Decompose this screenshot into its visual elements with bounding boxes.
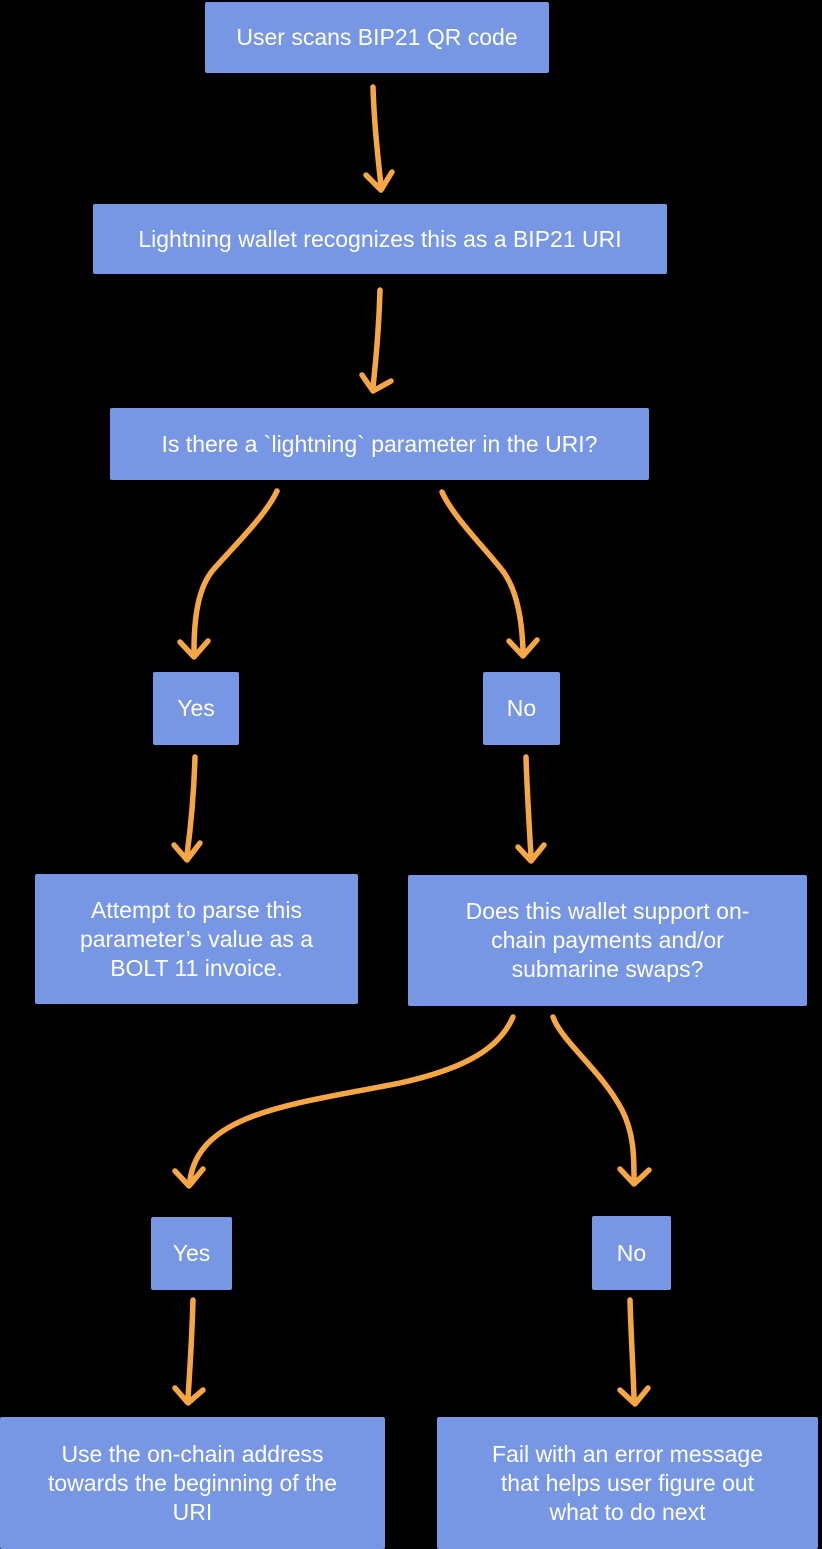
node-use-onchain-address: Use the on-chain address towards the beg…: [0, 1417, 385, 1549]
node-recognize-bip21: Lightning wallet recognizes this as a BI…: [93, 204, 667, 274]
node-yes-2: Yes: [151, 1217, 232, 1290]
edge-question-no1: [439, 489, 540, 659]
edge-yes1-parse: [171, 754, 203, 863]
edge-no1-support: [515, 754, 547, 864]
edge-yes2-useonchain: [172, 1297, 206, 1406]
node-scan-qr: User scans BIP21 QR code: [205, 2, 549, 73]
edge-no2-fail: [617, 1297, 651, 1407]
edge-scan-recognize: [363, 84, 395, 193]
node-no-1: No: [483, 672, 560, 745]
edge-question-yes1: [177, 488, 280, 660]
edge-support-yes2: [172, 1014, 516, 1189]
node-question-lightning-param: Is there a `lightning` parameter in the …: [110, 408, 649, 480]
node-question-wallet-support: Does this wallet support on- chain payme…: [408, 875, 807, 1006]
node-yes-1: Yes: [153, 672, 239, 745]
node-fail-error-message: Fail with an error message that helps us…: [437, 1417, 818, 1549]
edge-recognize-question: [359, 287, 394, 394]
node-no-2: No: [592, 1216, 671, 1290]
edge-support-no2: [550, 1014, 652, 1187]
node-parse-bolt11: Attempt to parse this parameter’s value …: [35, 874, 358, 1004]
